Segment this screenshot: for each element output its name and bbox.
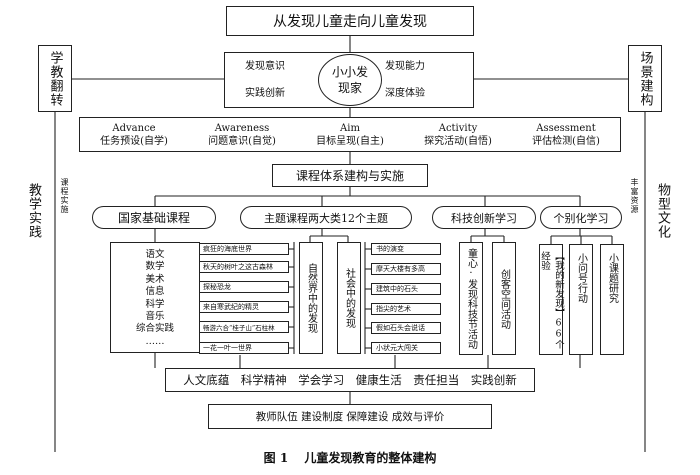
aaaaa-activity-zh: 探究活动(自悟) bbox=[424, 135, 492, 147]
system-box: 课程体系建构与实施 bbox=[272, 164, 428, 187]
left-sub-label: 课程实施 bbox=[60, 178, 69, 214]
personal-item-box: 小问号行动 bbox=[569, 244, 593, 355]
category-personal-label: 个别化学习 bbox=[553, 211, 609, 225]
category-personal: 个别化学习 bbox=[540, 206, 622, 229]
subject-item: 美术 bbox=[145, 273, 165, 285]
tech-item-label: 童心·发现科技节活动 bbox=[465, 248, 477, 349]
tech-item-label: 创客空间活动 bbox=[498, 268, 510, 329]
nature-theme-box: 探秘恐龙 bbox=[199, 281, 289, 293]
aaaaa-assessment-zh: 评估检测(自信) bbox=[532, 135, 600, 147]
national-subjects-box: 语文 数学 美术 信息 科学 音乐 综合实践 …… bbox=[110, 242, 200, 353]
personal-item-box: 【我的新发现】66个经验 bbox=[539, 244, 564, 355]
support-label: 教师队伍 建设制度 保障建设 成效与评价 bbox=[255, 411, 445, 423]
society-theme-box: 书的演变 bbox=[371, 243, 441, 255]
aaaaa-aim-en: Aim bbox=[340, 122, 360, 134]
nature-theme-box: 来自寒武纪的精灵 bbox=[199, 301, 289, 313]
society-theme-box: 建筑中的石头 bbox=[371, 283, 441, 295]
nature-theme-label: 来自寒武纪的精灵 bbox=[203, 303, 259, 311]
society-theme-box: 指尖的艺术 bbox=[371, 303, 441, 315]
figure-caption: 图 1 儿童发现教育的整体建构 bbox=[263, 451, 437, 465]
society-group-label: 社会中的发现 bbox=[343, 268, 355, 328]
nature-theme-box: 秋天的树叶之这古森林 bbox=[199, 261, 289, 273]
nature-theme-label: 一花一叶一世界 bbox=[203, 344, 252, 352]
category-theme-label: 主题课程两大类12个主题 bbox=[264, 211, 388, 225]
tech-item-box: 创客空间活动 bbox=[492, 242, 516, 355]
support-box: 教师队伍 建设制度 保障建设 成效与评价 bbox=[208, 404, 492, 429]
nature-theme-box: 疯狂的海底世界 bbox=[199, 243, 289, 255]
tech-item-box: 童心·发现科技节活动 bbox=[459, 242, 483, 355]
right-top-label: 场景建构 bbox=[637, 50, 653, 107]
national-subjects-list: 语文 数学 美术 信息 科学 音乐 综合实践 …… bbox=[111, 249, 199, 348]
subject-item: 数学 bbox=[145, 261, 165, 273]
nature-group-label: 自然界中的发现 bbox=[305, 263, 317, 333]
aaaaa-aim-zh: 目标呈现(自主) bbox=[316, 135, 384, 147]
society-theme-label: 摩天大楼有多高 bbox=[376, 265, 425, 273]
core-bottom-right: 深度体验 bbox=[385, 88, 425, 99]
nature-group-box: 自然界中的发现 bbox=[299, 242, 323, 354]
aaaaa-awareness-en: Awareness bbox=[214, 122, 270, 134]
aaaaa-item-activity: Activity 探究活动(自悟) bbox=[424, 122, 492, 148]
aaaaa-item-awareness: Awareness 问题意识(自觉) bbox=[208, 122, 276, 148]
right-mid-label: 物型文化 bbox=[655, 180, 670, 242]
subject-item: 音乐 bbox=[145, 311, 165, 323]
aaaaa-box: Advance 任务预设(自学) Awareness 问题意识(自觉) Aim … bbox=[79, 117, 621, 152]
nature-theme-label: 疯狂的海底世界 bbox=[203, 245, 252, 253]
aaaaa-item-advance: Advance 任务预设(自学) bbox=[100, 122, 168, 148]
society-theme-label: 小状元大闯关 bbox=[376, 344, 418, 352]
core-bottom-left: 实践创新 bbox=[245, 88, 285, 99]
category-national: 国家基础课程 bbox=[92, 206, 216, 229]
nature-theme-box: 畅游六合“桂子山”石柱林 bbox=[199, 321, 289, 333]
subject-item: 信息 bbox=[145, 286, 165, 298]
right-top-box: 场景建构 bbox=[628, 45, 662, 112]
subject-item: 科学 bbox=[145, 298, 165, 310]
subject-item: …… bbox=[145, 335, 165, 347]
category-tech-label: 科技创新学习 bbox=[451, 211, 517, 225]
core-ellipse: 小小发现家 bbox=[318, 54, 382, 106]
category-national-label: 国家基础课程 bbox=[117, 211, 190, 225]
personal-item-label: 小问号行动 bbox=[575, 253, 587, 303]
society-theme-label: 假如石头会说话 bbox=[376, 324, 425, 332]
diagram-title: 从发现儿童走向儿童发现 bbox=[273, 14, 427, 30]
society-theme-box: 小状元大闯关 bbox=[371, 342, 441, 354]
nature-theme-label: 秋天的树叶之这古森林 bbox=[203, 263, 273, 271]
nature-theme-label: 畅游六合“桂子山”石柱林 bbox=[203, 324, 275, 332]
nature-theme-label: 探秘恐龙 bbox=[203, 283, 231, 291]
society-theme-box: 摩天大楼有多高 bbox=[371, 263, 441, 275]
left-top-box: 学教翻转 bbox=[38, 45, 72, 112]
left-top-label: 学教翻转 bbox=[47, 50, 63, 107]
right-sub-label: 丰富资源 bbox=[630, 178, 639, 214]
subject-item: 语文 bbox=[145, 249, 165, 260]
aaaaa-activity-en: Activity bbox=[438, 122, 478, 134]
core-top-left: 发现意识 bbox=[245, 61, 285, 72]
nature-theme-box: 一花一叶一世界 bbox=[199, 342, 289, 354]
core-top-right: 发现能力 bbox=[385, 61, 425, 72]
society-theme-label: 指尖的艺术 bbox=[376, 305, 411, 313]
core-literacy-box: 人文底蕴 科学精神 学会学习 健康生活 责任担当 实践创新 bbox=[165, 368, 535, 392]
left-mid-label: 教学实践 bbox=[26, 180, 41, 242]
aaaaa-item-assessment: Assessment 评估检测(自信) bbox=[532, 122, 600, 148]
subject-item: 综合实践 bbox=[135, 323, 174, 335]
core-literacy-label: 人文底蕴 科学精神 学会学习 健康生活 责任担当 实践创新 bbox=[183, 373, 517, 387]
aaaaa-advance-en: Advance bbox=[112, 122, 156, 134]
personal-item-box: 小课题研究 bbox=[600, 244, 624, 355]
title-box: 从发现儿童走向儿童发现 bbox=[226, 6, 474, 36]
category-tech: 科技创新学习 bbox=[432, 206, 536, 229]
personal-item-label: 小课题研究 bbox=[606, 253, 618, 303]
aaaaa-assessment-en: Assessment bbox=[536, 122, 596, 134]
society-group-box: 社会中的发现 bbox=[337, 242, 361, 354]
society-theme-label: 书的演变 bbox=[376, 245, 404, 253]
aaaaa-advance-zh: 任务预设(自学) bbox=[100, 135, 168, 147]
aaaaa-item-aim: Aim 目标呈现(自主) bbox=[316, 122, 384, 148]
society-theme-label: 建筑中的石头 bbox=[376, 285, 418, 293]
core-center: 小小发现家 bbox=[332, 65, 369, 95]
category-theme: 主题课程两大类12个主题 bbox=[240, 206, 412, 229]
personal-item-label: 【我的新发现】66个经验 bbox=[539, 251, 564, 349]
system-label: 课程体系建构与实施 bbox=[295, 169, 404, 183]
aaaaa-awareness-zh: 问题意识(自觉) bbox=[208, 135, 276, 147]
society-theme-box: 假如石头会说话 bbox=[371, 322, 441, 334]
